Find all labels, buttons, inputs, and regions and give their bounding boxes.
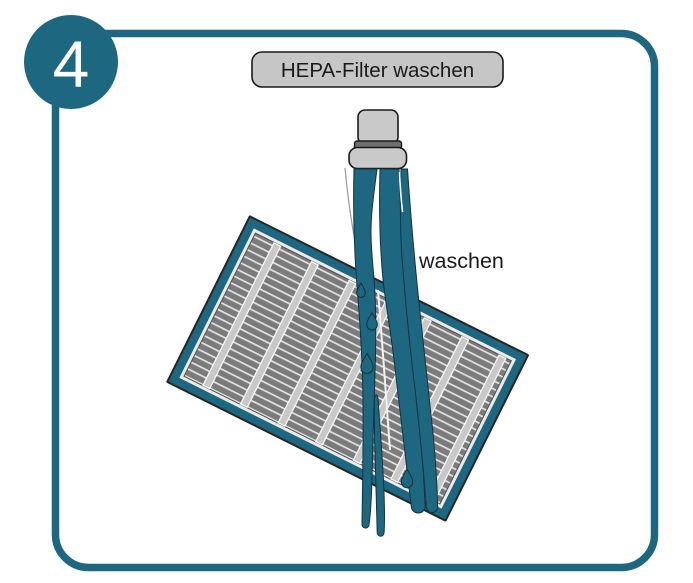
droplet-1 (357, 283, 366, 297)
page-title: HEPA-Filter waschen (281, 59, 474, 82)
water-stream-far-right (399, 168, 439, 514)
title-box-bg (251, 51, 504, 88)
annotation-label: waschen (418, 249, 504, 273)
water-stream-left (353, 168, 378, 529)
title-box: HEPA-Filter waschen (251, 51, 504, 88)
water-seam-top (398, 171, 404, 213)
step-frame-border (51, 29, 659, 572)
water-stream-middle-thin (373, 394, 385, 537)
water-stream-icon (344, 167, 439, 537)
faucet-head (348, 146, 408, 170)
droplet-4 (401, 469, 412, 488)
step-number: 4 (53, 27, 90, 101)
faucet-body (357, 109, 399, 145)
water-seam-highlight (377, 289, 391, 451)
water-droplet-icon (357, 283, 413, 488)
step-number-badge: 4 (24, 15, 118, 109)
faucet-icon (348, 109, 408, 170)
step-badge-circle (24, 15, 118, 109)
droplet-2 (367, 313, 378, 330)
droplet-3 (361, 353, 373, 373)
